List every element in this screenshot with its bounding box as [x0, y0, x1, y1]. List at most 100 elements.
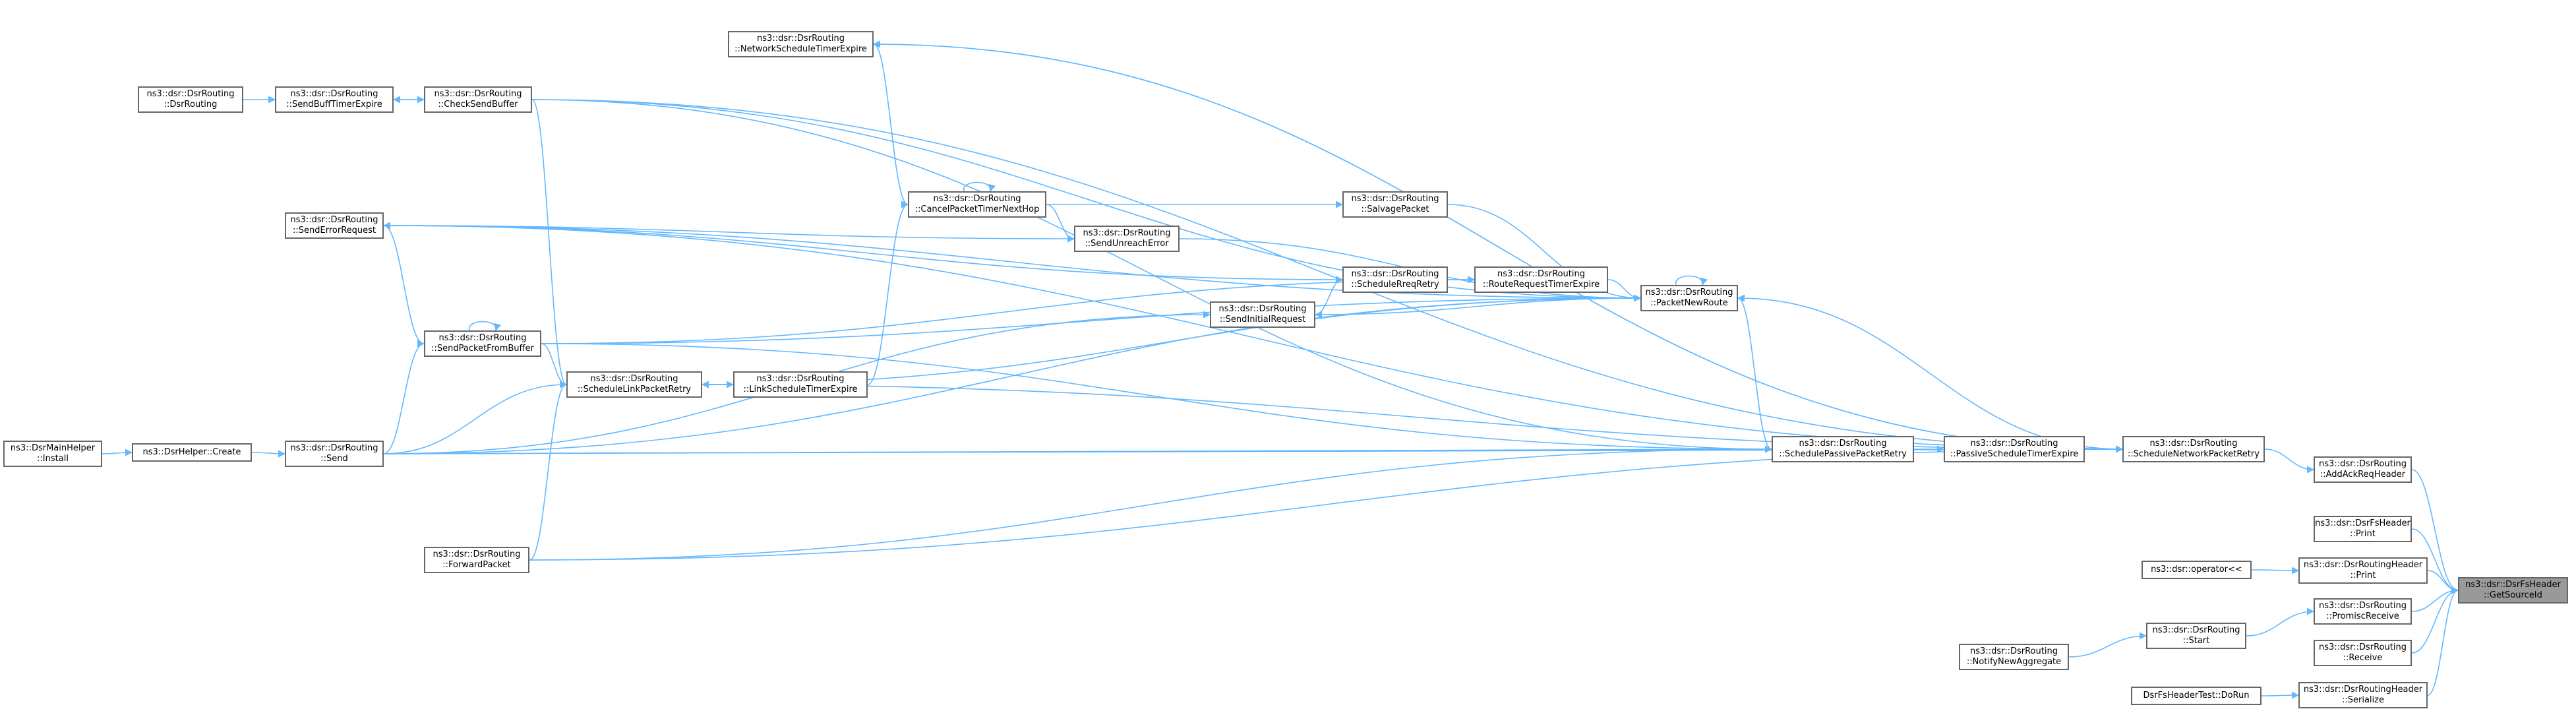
node-label-line: ::NotifyNewAggregate: [1966, 657, 2062, 667]
node-dsrfsheader-getsourceid[interactable]: ns3::dsr::DsrFsHeader ::GetSourceId: [2458, 577, 2568, 604]
node-label-line: ns3::dsr::DsrRouting: [1970, 439, 2058, 449]
node-label-line: ::SendInitialRequest: [1219, 315, 1306, 325]
node-label-line: ::Send: [320, 454, 348, 464]
node-label-line: ns3::dsr::DsrRouting: [2319, 459, 2407, 469]
node-dsrrouting-cancelpackettimernexthop[interactable]: ns3::dsr::DsrRouting ::CancelPacketTimer…: [908, 191, 1046, 218]
node-dsrrouting-start[interactable]: ns3::dsr::DsrRouting ::Start: [2146, 623, 2246, 649]
node-label-line: ::SendBuffTimerExpire: [286, 100, 382, 109]
call-edge-n_sendpkt-to-n_schedpass: [541, 343, 1773, 453]
node-label-line: ns3::dsr::DsrRouting: [590, 374, 678, 384]
call-edge-n_forward-to-n_schedpass: [529, 445, 1773, 561]
node-label-line: ns3::dsr::DsrRouting: [2319, 601, 2407, 611]
node-label-line: ::Start: [2182, 636, 2210, 646]
node-dsrrouting-schedulerreqretry[interactable]: ns3::dsr::DsrRouting ::ScheduleRreqRetry: [1342, 266, 1448, 293]
call-edge-n_schedlink-to-n_packetnew: [702, 294, 1642, 385]
call-edge-n_packetnew-to-n_schednet: [1737, 297, 2124, 453]
call-edge-n_sendpkt-to-n_sendpkt: [469, 321, 502, 332]
node-label-line: ns3::dsr::DsrRouting: [1799, 439, 1887, 449]
call-edge-n_sendinit-to-n_schedreq: [1315, 276, 1344, 315]
node-label-line: ns3::dsr::DsrFsHeader: [2465, 580, 2561, 590]
call-edge-n_opout-to-n_rhprint: [2251, 567, 2300, 574]
call-edge-n_start-to-n_promisc: [2246, 607, 2315, 636]
node-dsr-operator-stream[interactable]: ns3::dsr::operator<<: [2142, 561, 2252, 579]
node-dsrroutingheader-serialize[interactable]: ns3::dsr::DsrRoutingHeader ::Serialize: [2298, 682, 2428, 708]
node-dsrrouting-constructor[interactable]: ns3::dsr::DsrRouting ::DsrRouting: [138, 86, 243, 113]
node-label-line: ::ScheduleLinkPacketRetry: [577, 385, 692, 394]
node-label-line: ns3::DsrHelper::Create: [142, 447, 241, 457]
call-edge-n_netsched-to-n_cancel: [873, 44, 909, 208]
node-dsrrouting-passiveschedtimerexpire[interactable]: ns3::dsr::DsrRouting ::PassiveScheduleTi…: [1944, 436, 2085, 462]
node-dsrrouting-sendbufftimerexpire[interactable]: ns3::dsr::DsrRouting ::SendBuffTimerExpi…: [275, 86, 394, 113]
node-label-line: ns3::dsr::DsrRouting: [434, 89, 522, 99]
node-label-line: ::Print: [2350, 529, 2376, 539]
call-edge-n_send-to-n_schedlink: [383, 381, 568, 454]
node-label-line: ns3::dsr::DsrRouting: [146, 89, 235, 99]
node-label-line: ::Receive: [2343, 653, 2383, 663]
node-dsrrouting-sendinitialrequest[interactable]: ns3::dsr::DsrRouting ::SendInitialReques…: [1210, 301, 1315, 328]
node-dsrrouting-checksendbuffer[interactable]: ns3::dsr::DsrRouting ::CheckSendBuffer: [424, 86, 532, 113]
node-label-line: ns3::dsr::DsrRouting: [290, 443, 378, 453]
node-label-line: ::PassiveScheduleTimerExpire: [1950, 449, 2079, 459]
node-dsrrouting-send[interactable]: ns3::dsr::DsrRouting ::Send: [285, 441, 384, 467]
node-dsrfsheader-print[interactable]: ns3::dsr::DsrFsHeader ::Print: [2314, 516, 2412, 542]
call-edge-n_linksched-to-n_cancel: [867, 201, 909, 385]
node-label-line: ::Serialize: [2342, 695, 2384, 705]
node-dsrrouting-routerequesttimerexpire[interactable]: ns3::dsr::DsrRouting ::RouteRequestTimer…: [1474, 266, 1608, 293]
node-dsrrouting-forwardpacket[interactable]: ns3::dsr::DsrRouting ::ForwardPacket: [424, 547, 529, 573]
node-label-line: ::ScheduleRreqRetry: [1351, 280, 1439, 290]
node-dsrfsheadertest-dorun[interactable]: DsrFsHeaderTest::DoRun: [2131, 687, 2261, 705]
node-dsrrouting-packetnewroute[interactable]: ns3::dsr::DsrRouting ::PacketNewRoute: [1640, 285, 1738, 311]
node-dsrrouting-sendpacketfrombuffer[interactable]: ns3::dsr::DsrRouting ::SendPacketFromBuf…: [424, 330, 541, 357]
node-dsrrouting-networkscheduletimerexpire[interactable]: ns3::dsr::DsrRouting ::NetworkScheduleTi…: [728, 31, 874, 57]
node-label-line: ::ScheduleNetworkPacketRetry: [2128, 449, 2260, 459]
call-edge-n_notify-to-n_start: [2068, 632, 2147, 658]
node-label-line: ::NetworkScheduleTimerExpire: [734, 44, 867, 54]
node-dsrrouting-sendunreacherror[interactable]: ns3::dsr::DsrRouting ::SendUnreachError: [1074, 226, 1180, 252]
node-label-line: ns3::dsr::DsrRoutingHeader: [2303, 685, 2423, 695]
node-label-line: ::PacketNewRoute: [1650, 298, 1728, 308]
node-label-line: ns3::dsr::DsrRouting: [1351, 194, 1439, 204]
node-dsrrouting-linkscheduletimerexpire[interactable]: ns3::dsr::DsrRouting ::LinkScheduleTimer…: [733, 371, 868, 398]
node-dsrrouting-salvagepacket[interactable]: ns3::dsr::DsrRouting ::SalvagePacket: [1342, 191, 1448, 218]
node-label-line: ns3::dsr::DsrRouting: [290, 89, 378, 99]
call-edge-n_rhprint-to-n_getsource: [2427, 570, 2459, 594]
node-dsrroutingheader-print[interactable]: ns3::dsr::DsrRoutingHeader ::Print: [2298, 557, 2428, 584]
node-dsrrouting-schedulelinkpacketretry[interactable]: ns3::dsr::DsrRouting ::ScheduleLinkPacke…: [566, 371, 702, 398]
node-dsrrouting-notifynewaggregate[interactable]: ns3::dsr::DsrRouting ::NotifyNewAggregat…: [1959, 644, 2069, 670]
call-edge-n_senderr-to-n_packetnew: [383, 225, 1642, 302]
node-label-line: ns3::dsr::operator<<: [2151, 565, 2242, 574]
node-label-line: ns3::dsr::DsrRouting: [1497, 269, 1585, 279]
node-label-line: ns3::dsr::DsrRouting: [757, 34, 845, 44]
node-label-line: ns3::dsr::DsrRouting: [1970, 646, 2058, 656]
call-edge-n_send-to-n_sendpkt: [383, 340, 425, 454]
call-edge-n_schednet-to-n_addack: [2264, 449, 2315, 474]
node-label-line: ::DsrRouting: [164, 100, 218, 109]
call-edge-n_forward-to-n_schednet: [529, 445, 2124, 561]
node-dsrrouting-schedulenetworkpacketretry[interactable]: ns3::dsr::DsrRouting ::ScheduleNetworkPa…: [2122, 436, 2265, 462]
node-dsrrouting-addackreqheader[interactable]: ns3::dsr::DsrRouting ::AddAckReqHeader: [2314, 456, 2412, 483]
node-dsrmainhelper-install[interactable]: ns3::DsrMainHelper ::Install: [3, 441, 102, 467]
node-label-line: ::ForwardPacket: [442, 560, 511, 570]
call-edge-n_create-to-n_send: [251, 450, 286, 458]
node-label-line: ns3::DsrMainHelper: [10, 443, 96, 453]
call-edge-n_checksend-to-n_schedlink: [531, 99, 568, 388]
call-edge-n_sendpkt-to-n_routereq: [541, 276, 1476, 344]
node-dsrrouting-promiscreceive[interactable]: ns3::dsr::DsrRouting ::PromiscReceive: [2314, 598, 2412, 625]
node-label-line: ns3::dsr::DsrFsHeader: [2315, 518, 2411, 528]
call-edge-n_salvage-to-n_packetnew: [1447, 204, 1642, 302]
node-label-line: ns3::dsr::DsrRouting: [1083, 228, 1171, 238]
node-label-line: DsrFsHeaderTest::DoRun: [2143, 691, 2250, 700]
node-label-line: ns3::dsr::DsrRouting: [1351, 269, 1439, 279]
node-label-line: ns3::dsr::DsrRouting: [2149, 439, 2238, 449]
node-dsrrouting-schedulepassivepacketretry[interactable]: ns3::dsr::DsrRouting ::SchedulePassivePa…: [1772, 436, 1914, 462]
call-edge-n_senderr-to-n_schednet: [383, 225, 2124, 453]
node-dsrrouting-receive[interactable]: ns3::dsr::DsrRouting ::Receive: [2314, 640, 2412, 666]
node-dsrhelper-create[interactable]: ns3::DsrHelper::Create: [132, 443, 252, 462]
node-label-line: ns3::dsr::DsrRouting: [1218, 304, 1307, 314]
node-label-line: ::LinkScheduleTimerExpire: [743, 385, 858, 394]
node-label-line: ns3::dsr::DsrRouting: [438, 333, 527, 343]
call-edge-n_senderr-to-n_schedreq: [383, 225, 1344, 284]
node-dsrrouting-senderrorrequest[interactable]: ns3::dsr::DsrRouting ::SendErrorRequest: [285, 212, 384, 239]
node-label-line: ::AddAckReqHeader: [2320, 470, 2406, 480]
node-label-line: ::RouteRequestTimerExpire: [1482, 280, 1600, 290]
